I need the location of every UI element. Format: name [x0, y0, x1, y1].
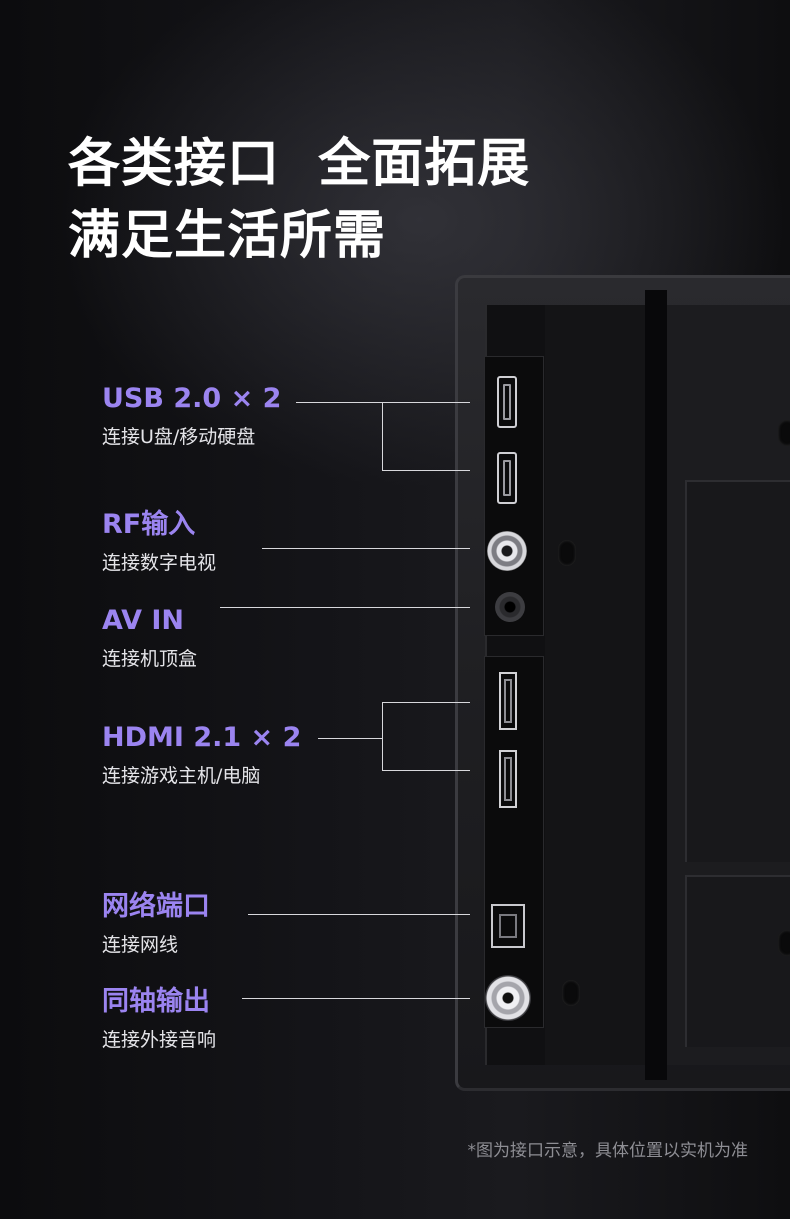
headline-line-1: 各类接口 全面拓展: [68, 134, 531, 194]
port-name: AV IN: [102, 605, 185, 636]
screw-icon: [562, 980, 580, 1006]
port-name: USB 2.0 × 2: [102, 383, 282, 414]
port-description: 连接游戏主机/电脑: [102, 765, 261, 787]
connector-line: [382, 702, 383, 770]
coaxial-port-icon: [485, 975, 531, 1021]
port-description: 连接机顶盒: [102, 648, 198, 670]
port-name: 同轴输出: [102, 986, 210, 1017]
disclaimer-footnote: *图为接口示意，具体位置以实机为准: [467, 1141, 749, 1161]
headline: 各类接口 全面拓展 满足生活所需: [68, 128, 530, 272]
connector-line: [248, 914, 470, 915]
hdmi-port-icon: [499, 672, 517, 730]
port-label-rf: RF输入 连接数字电视: [102, 508, 216, 578]
port-description: 连接数字电视: [102, 552, 217, 574]
av-in-port-icon: [495, 592, 525, 622]
tv-panel-plate: [667, 305, 790, 1065]
screw-icon: [558, 540, 576, 566]
connector-line: [296, 402, 382, 403]
connector-line: [220, 607, 470, 608]
connector-line: [382, 770, 470, 771]
port-name: 网络端口: [102, 891, 210, 922]
connector-line: [262, 548, 470, 549]
headline-line-2: 满足生活所需: [68, 206, 387, 266]
port-label-usb: USB 2.0 × 2 连接U盘/移动硬盘: [102, 382, 281, 452]
screw-icon: [778, 930, 790, 956]
ethernet-port-icon: [491, 904, 525, 948]
connector-line: [318, 738, 382, 739]
rf-port-icon: [487, 531, 527, 571]
usb-port-icon: [497, 376, 517, 428]
port-label-ethernet: 网络端口 连接网线: [102, 890, 210, 960]
port-label-hdmi: HDMI 2.1 × 2 连接游戏主机/电脑: [102, 721, 301, 791]
port-description: 连接网线: [102, 934, 179, 956]
port-label-coaxial: 同轴输出 连接外接音响: [102, 985, 216, 1055]
tv-panel-cutout: [685, 480, 790, 862]
connector-line: [382, 402, 383, 470]
tv-panel-strip: [545, 305, 645, 1065]
tv-panel-pillar: [645, 290, 667, 1080]
connector-line: [382, 470, 470, 471]
connector-line: [382, 402, 470, 403]
connector-line: [382, 702, 470, 703]
port-label-av-in: AV IN 连接机顶盒: [102, 604, 197, 674]
tv-panel-cutout-lower: [685, 875, 790, 1047]
port-name: RF输入: [102, 509, 196, 540]
port-description: 连接外接音响: [102, 1029, 217, 1051]
connector-line: [242, 998, 470, 999]
port-description: 连接U盘/移动硬盘: [102, 426, 256, 448]
port-name: HDMI 2.1 × 2: [102, 722, 302, 753]
screw-icon: [778, 420, 790, 446]
usb-port-icon: [497, 452, 517, 504]
hdmi-port-icon: [499, 750, 517, 808]
